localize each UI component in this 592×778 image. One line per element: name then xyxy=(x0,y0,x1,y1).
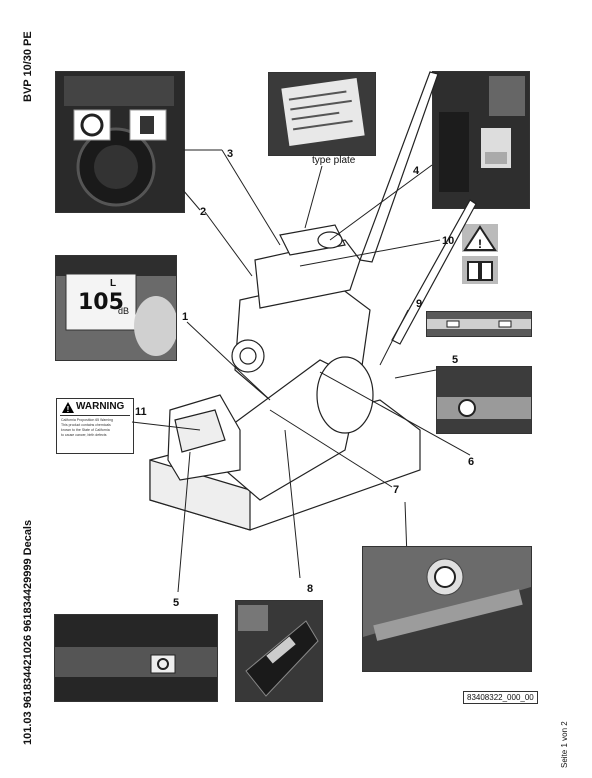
photo-handle-clamp-graphic xyxy=(427,312,531,336)
photo-engine-top-graphic xyxy=(56,72,184,212)
callout-9: 9 xyxy=(416,298,423,310)
photo-front-handle xyxy=(54,614,218,702)
callout-7: 7 xyxy=(393,484,400,496)
photo-lift-hook xyxy=(436,366,532,434)
warning-decal: ! WARNING California Proposition 65 Warn… xyxy=(56,398,134,454)
photo-handle-clamp xyxy=(426,311,532,337)
svg-text:!: ! xyxy=(67,405,70,414)
warning-triangle-icon: ! xyxy=(462,224,498,252)
callout-5-right: 5 xyxy=(452,354,459,366)
manual-book-graphic xyxy=(467,261,493,281)
sound-decal-unit: dB xyxy=(118,306,130,316)
part-code: 83408322_000_00 xyxy=(463,691,538,704)
photo-type-plate xyxy=(268,72,376,156)
photo-belt-guard-graphic xyxy=(236,601,322,701)
photo-handle-decal-graphic xyxy=(433,72,529,208)
callout-4: 4 xyxy=(413,165,420,177)
callout-5-left: 5 xyxy=(173,597,180,609)
type-plate-label: type plate xyxy=(312,155,356,166)
svg-text:!: ! xyxy=(478,237,482,251)
photo-lift-hook-graphic xyxy=(437,367,531,433)
manual-book-icon xyxy=(462,256,498,284)
photo-baseplate-decal-graphic xyxy=(363,547,531,671)
warning-triangle-graphic: ! xyxy=(463,225,497,251)
photo-belt-guard xyxy=(235,600,323,702)
callout-8: 8 xyxy=(307,583,314,595)
photo-sound-decal: L 105 dB xyxy=(55,255,177,361)
callout-10: 10 xyxy=(442,235,455,247)
warning-decal-icon: ! xyxy=(62,402,74,414)
callout-2: 2 xyxy=(200,206,207,218)
warning-decal-title: WARNING xyxy=(76,401,125,412)
photo-baseplate-decal xyxy=(362,546,532,672)
photo-type-plate-graphic xyxy=(269,73,375,155)
sound-decal-value: 105 xyxy=(78,290,124,315)
callout-6: 6 xyxy=(468,456,475,468)
callout-11: 11 xyxy=(135,406,147,418)
callout-1: 1 xyxy=(182,311,189,323)
photo-front-handle-graphic xyxy=(55,615,217,701)
callout-3: 3 xyxy=(227,148,234,160)
sound-decal-lwa: L xyxy=(110,278,117,289)
photo-sound-decal-graphic xyxy=(56,256,176,360)
page-label: Seite 1 von 2 xyxy=(560,721,569,768)
photo-engine-top xyxy=(55,71,185,213)
warning-decal-body: California Proposition 65 Warning This p… xyxy=(61,418,114,437)
photo-handle-decal xyxy=(432,71,530,209)
